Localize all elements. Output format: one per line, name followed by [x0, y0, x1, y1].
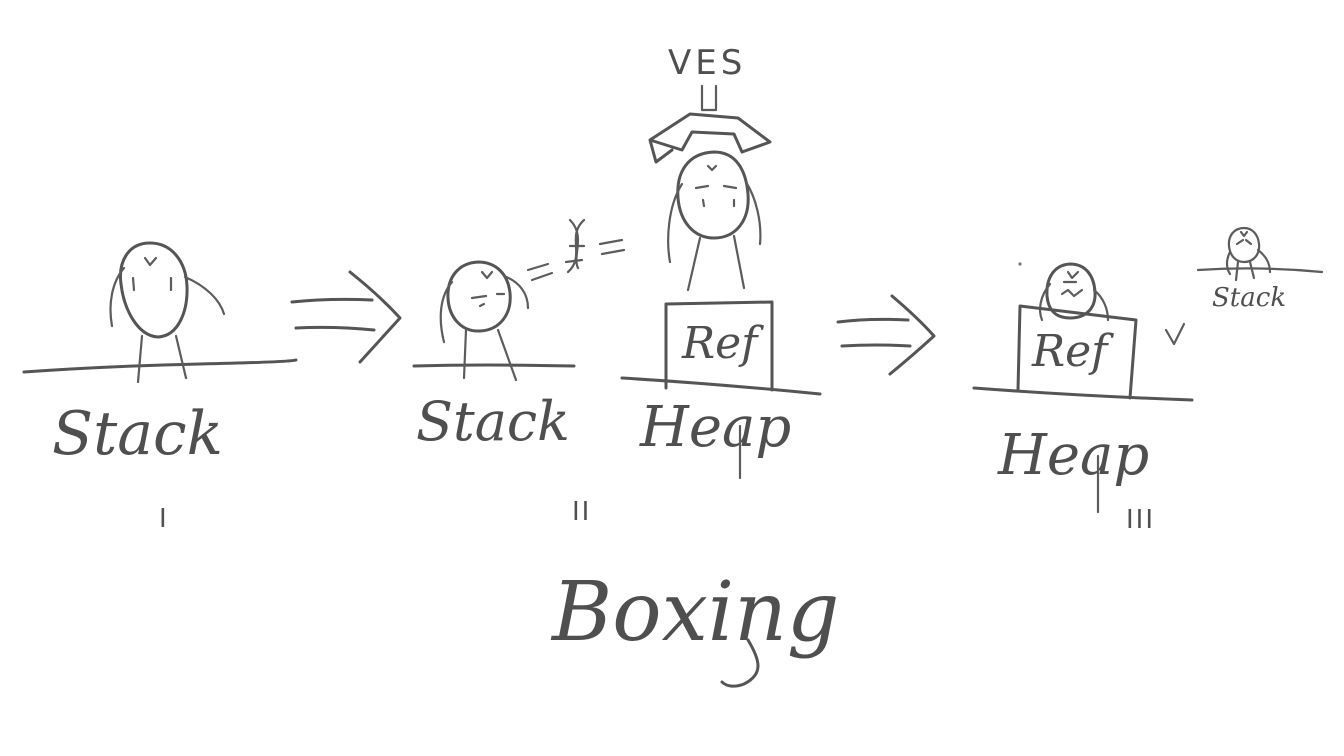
arrow-2	[836, 294, 936, 376]
ref-box	[1016, 304, 1138, 400]
equals-right	[598, 238, 626, 256]
ref-box	[664, 300, 774, 392]
panel-2-heap-label: Heap	[639, 395, 791, 460]
heap-ground-line	[620, 376, 822, 396]
panel-3-heap-label: Heap	[997, 423, 1149, 488]
title-text: Boxing	[550, 565, 839, 660]
figure-head	[1045, 262, 1097, 320]
mini-figure-face	[1235, 230, 1253, 246]
panel-1-numeral: I	[159, 504, 167, 534]
arrow-1	[290, 270, 402, 364]
figure-head	[676, 150, 750, 240]
stack-ground-line	[412, 363, 576, 368]
figure-face	[694, 164, 738, 208]
figure-hair	[667, 180, 762, 264]
panel-3-numeral: III	[1126, 505, 1155, 535]
mini-figure-head	[1227, 226, 1261, 264]
graduation-cap-icon	[648, 112, 772, 164]
ref-box-label: Ref	[1031, 326, 1114, 377]
panel-1: Stack I	[22, 241, 298, 534]
mini-stack-label: Stack	[1212, 283, 1286, 313]
ink-dot	[1018, 262, 1022, 266]
heap-ground-line	[972, 386, 1194, 402]
figure-face	[1060, 270, 1084, 298]
panel-2-numeral: II	[572, 497, 591, 527]
ves-callout: VES	[668, 43, 746, 83]
title-g-tail	[720, 638, 760, 688]
mini-stack-line	[1196, 267, 1324, 274]
figure-neck	[136, 334, 188, 384]
dna-helix-icon	[564, 218, 586, 274]
figure-head	[446, 260, 512, 333]
figure-neck	[686, 234, 746, 292]
figure-head	[118, 241, 189, 339]
diagram-title: Boxing	[550, 565, 839, 688]
mini-figure-hair	[1225, 248, 1272, 276]
panel-2: Stack VES Ref Heap II	[412, 43, 822, 527]
panel-2-stack-label: Stack	[416, 390, 570, 453]
equals-left	[526, 262, 554, 282]
wave-mark	[1164, 322, 1186, 346]
figure-hair	[439, 274, 530, 344]
panel-3: Ref Heap III Stack	[972, 226, 1324, 535]
figure-neck	[462, 328, 518, 382]
ref-box-label: Ref	[681, 318, 764, 369]
figure-hair	[109, 266, 226, 328]
mini-figure-neck	[1234, 260, 1256, 282]
stack-ground-line	[22, 358, 298, 374]
figure-face	[470, 270, 506, 308]
figure-face	[131, 256, 173, 292]
panel-1-label: Stack	[52, 399, 223, 469]
callout-tail	[700, 84, 718, 112]
